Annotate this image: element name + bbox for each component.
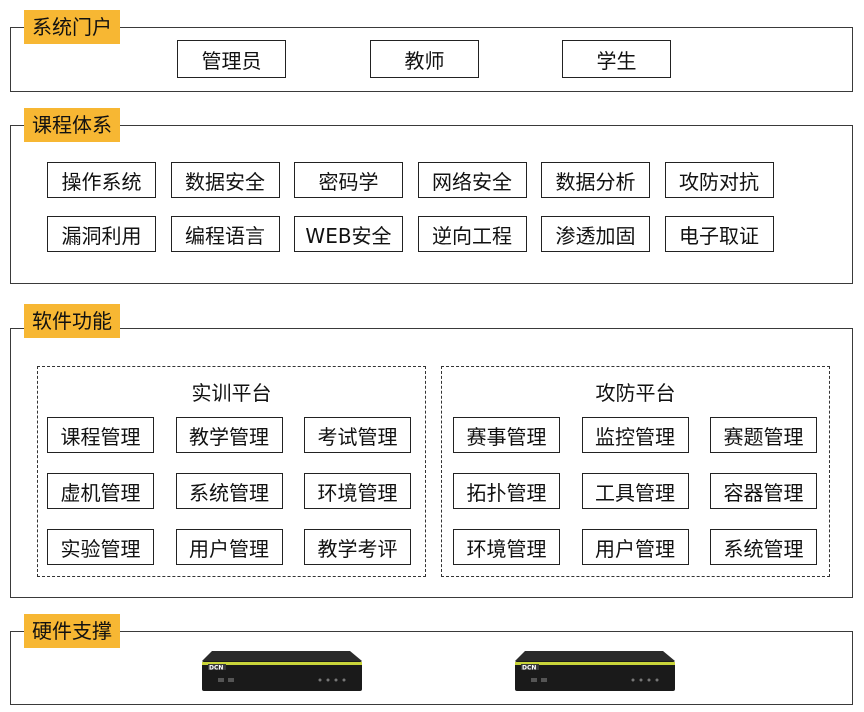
training-function-item: 考试管理 bbox=[304, 417, 411, 453]
attack-function-item: 赛题管理 bbox=[710, 417, 817, 453]
training-function-item: 教学管理 bbox=[175, 417, 283, 453]
course-item: 操作系统 bbox=[47, 162, 156, 198]
attack-platform-panel: 攻防平台 bbox=[441, 366, 830, 577]
training-function-item: 教学考评 bbox=[304, 529, 411, 565]
course-item: WEB安全 bbox=[294, 216, 403, 252]
attack-function-item: 用户管理 bbox=[581, 529, 689, 565]
server-brand-label: DCN bbox=[522, 665, 536, 672]
training-function-item: 实验管理 bbox=[47, 529, 154, 565]
course-item: 漏洞利用 bbox=[47, 216, 156, 252]
server-brand-label: DCN bbox=[209, 665, 223, 672]
courses-title: 课程体系 bbox=[24, 108, 120, 142]
course-item: 数据安全 bbox=[170, 162, 280, 198]
attack-platform-title: 攻防平台 bbox=[595, 381, 676, 405]
course-item: 编程语言 bbox=[170, 216, 280, 252]
course-item: 攻防对抗 bbox=[664, 162, 774, 198]
training-function-item: 课程管理 bbox=[47, 417, 154, 453]
training-platform-title: 实训平台 bbox=[191, 381, 272, 405]
attack-function-item: 系统管理 bbox=[710, 529, 817, 565]
training-function-item: 虚机管理 bbox=[47, 473, 154, 509]
courses-section bbox=[10, 125, 853, 284]
portal-item-teacher: 教师 bbox=[370, 40, 479, 78]
attack-function-item: 容器管理 bbox=[710, 473, 817, 509]
course-item: 数据分析 bbox=[541, 162, 650, 198]
hardware-section bbox=[10, 631, 853, 705]
course-item: 逆向工程 bbox=[417, 216, 527, 252]
software-title: 软件功能 bbox=[24, 304, 120, 338]
attack-function-item: 赛事管理 bbox=[453, 417, 560, 453]
attack-function-item: 监控管理 bbox=[581, 417, 689, 453]
course-item: 网络安全 bbox=[417, 162, 527, 198]
course-item: 密码学 bbox=[294, 162, 403, 198]
portal-item-admin: 管理员 bbox=[177, 40, 286, 78]
attack-function-item: 环境管理 bbox=[453, 529, 560, 565]
rack-server-image: DCN bbox=[515, 651, 675, 691]
training-platform-panel: 实训平台 bbox=[37, 366, 426, 577]
training-function-item: 系统管理 bbox=[175, 473, 283, 509]
attack-function-item: 拓扑管理 bbox=[453, 473, 560, 509]
portal-item-student: 学生 bbox=[562, 40, 671, 78]
rack-server-image: DCN bbox=[202, 651, 362, 691]
course-item: 电子取证 bbox=[664, 216, 774, 252]
training-function-item: 环境管理 bbox=[304, 473, 411, 509]
course-item: 渗透加固 bbox=[541, 216, 650, 252]
portal-title: 系统门户 bbox=[24, 10, 120, 44]
attack-function-item: 工具管理 bbox=[581, 473, 689, 509]
training-function-item: 用户管理 bbox=[175, 529, 283, 565]
hardware-title: 硬件支撑 bbox=[24, 614, 120, 648]
